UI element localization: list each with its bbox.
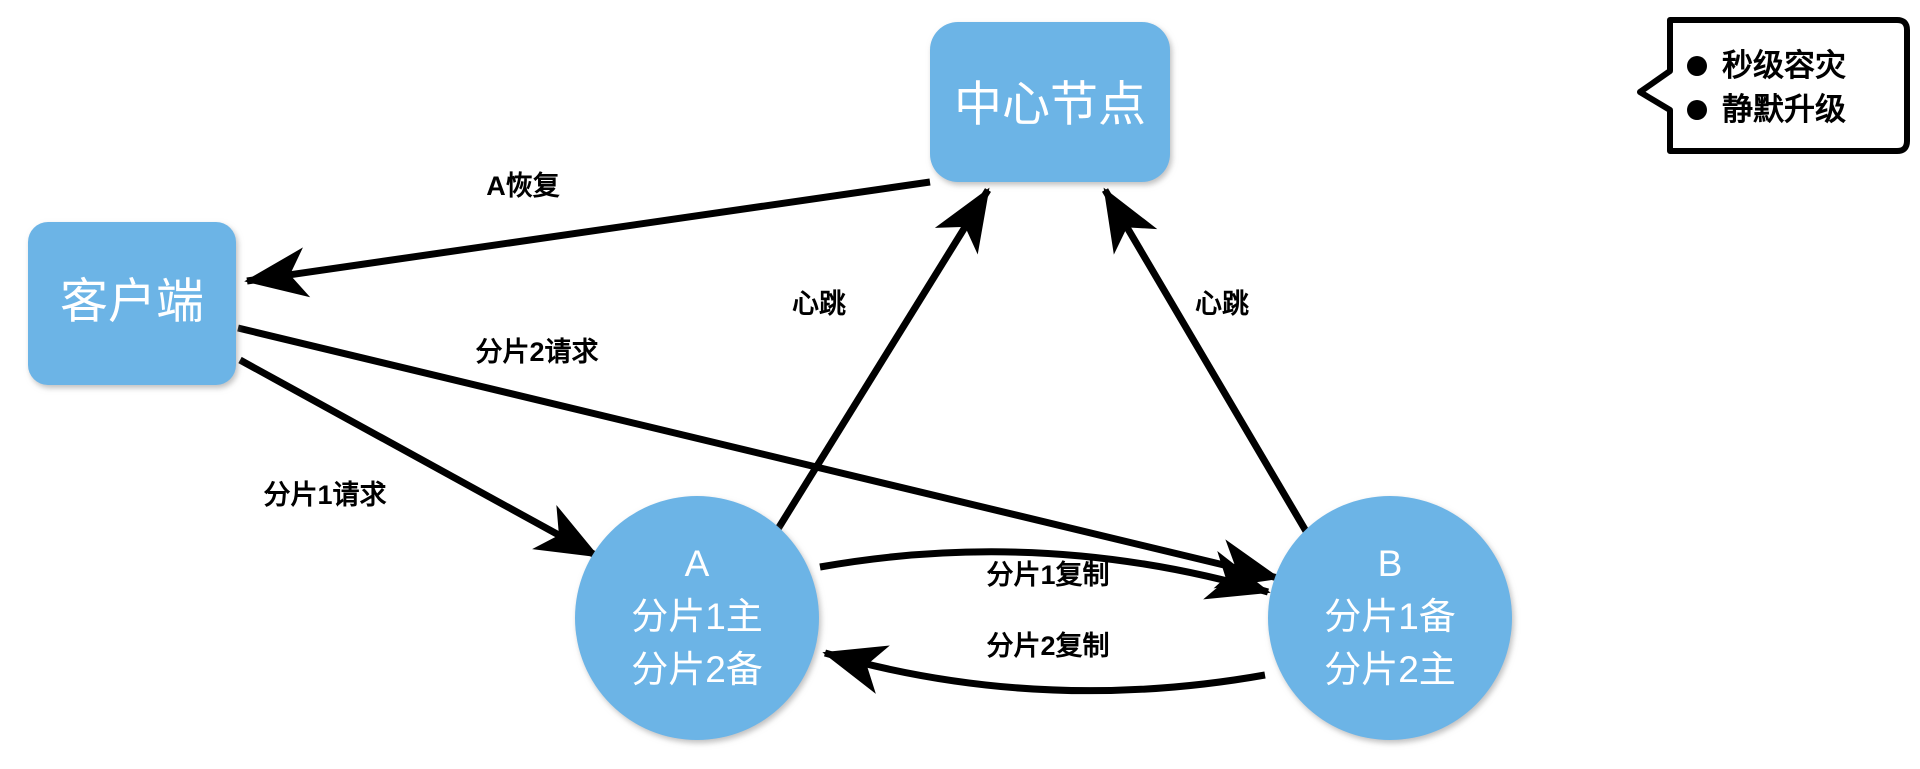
edge-shard2-replicate-line [822,645,1266,695]
callout-item-1: 秒级容灾 [1722,48,1846,83]
edge-a-recover-line [244,178,931,298]
edge-shard2-replicate: 分片2复制 [822,631,1266,695]
node-b-shape[interactable] [1268,496,1512,740]
edge-heartbeat-a-line [765,187,991,547]
node-b[interactable]: B 分片1备 分片2主 [1268,496,1512,740]
node-client-shape[interactable] [28,222,236,385]
edge-label-shard1-request: 分片1请求 [263,480,386,510]
edge-shard1-replicate-line [819,548,1271,600]
callout-bullet-icon [1687,56,1707,76]
edge-shard1-request: 分片1请求 [238,356,600,560]
edge-label-shard1-replicate: 分片1复制 [986,560,1109,590]
node-a-title: A [685,543,710,584]
edge-label-heartbeat-a: 心跳 [792,289,846,319]
edge-heartbeat-b-line [1101,187,1314,540]
callout-shape [1637,17,1910,154]
node-client[interactable]: 客户端 [28,222,236,385]
edge-heartbeat-b: 心跳 [1101,187,1314,540]
edge-shard2-request-line [237,324,1281,589]
node-a-shape[interactable] [575,496,819,740]
callout-bullet-icon [1687,100,1707,120]
edge-shard1-replicate: 分片1复制 [819,548,1271,600]
node-b-line-shard2: 分片2主 [1324,649,1456,690]
edge-heartbeat-a: 心跳 [765,187,991,547]
edge-label-a-recover: A恢复 [486,171,560,201]
callout-box[interactable]: 秒级容灾 静默升级 [1637,17,1910,154]
node-a-line-shard1: 分片1主 [631,596,763,637]
edge-label-shard2-request: 分片2请求 [475,337,598,367]
edge-a-recover: A恢复 [244,171,931,298]
node-a[interactable]: A 分片1主 分片2备 [575,496,819,740]
callout-item-2: 静默升级 [1722,92,1846,127]
node-client-label: 客户端 [60,276,204,329]
node-center[interactable]: 中心节点 [930,22,1170,182]
node-a-line-shard2: 分片2备 [631,649,763,690]
edge-shard2-request: 分片2请求 [237,324,1281,589]
node-center-label: 中心节点 [954,79,1146,132]
edge-label-shard2-replicate: 分片2复制 [986,631,1109,661]
node-b-line-shard1: 分片1备 [1324,596,1456,637]
node-center-shape[interactable] [930,22,1170,182]
edge-shard1-request-line [238,356,600,560]
node-b-title: B [1378,543,1403,584]
edge-label-heartbeat-b: 心跳 [1195,289,1249,319]
